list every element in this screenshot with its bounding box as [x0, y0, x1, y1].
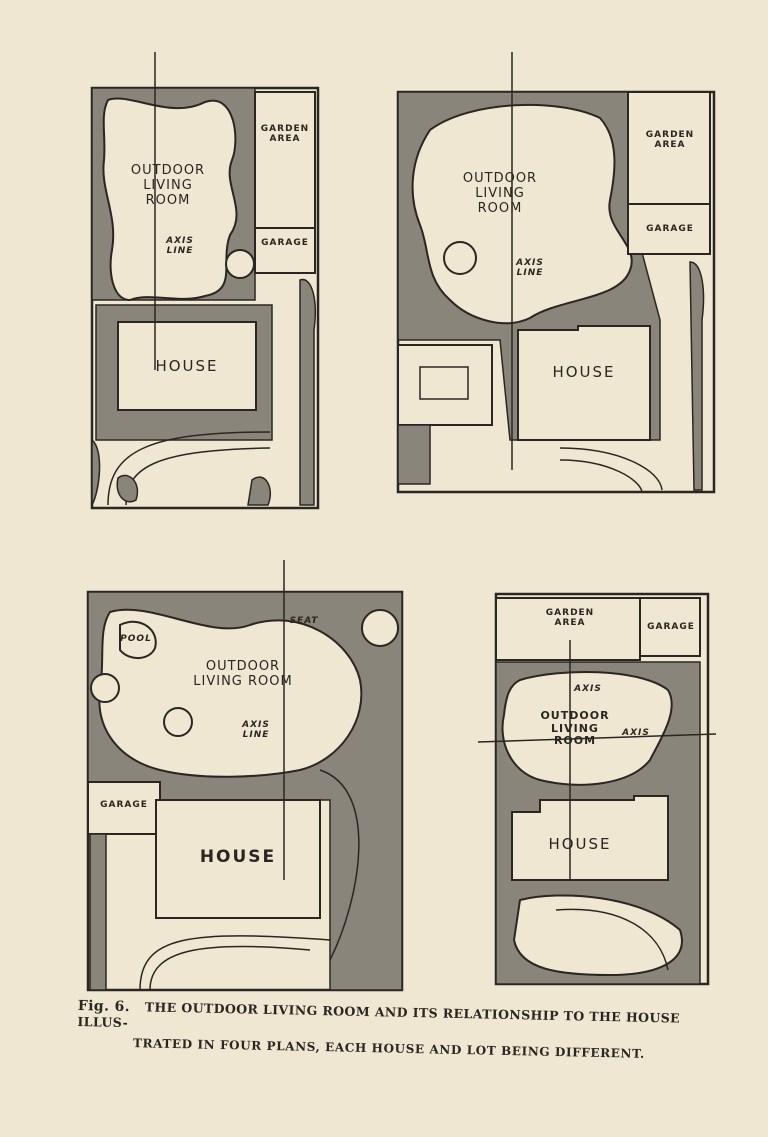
plan4-axis-right: AXIS	[622, 728, 650, 738]
plan1-outdoor-living-room: OUTDOOR LIVING ROOM	[130, 163, 206, 208]
plan4-garage: GARAGE	[647, 622, 695, 632]
plan3-garage: GARAGE	[100, 800, 148, 810]
plan-4	[477, 592, 717, 986]
plan3-house: HOUSE	[199, 847, 277, 867]
plan2-house: HOUSE	[552, 363, 616, 381]
plan2-garage: GARAGE	[646, 224, 694, 234]
plan-1	[90, 52, 320, 510]
plan3-axis-line: AXIS LINE	[242, 720, 270, 741]
plan3-seat: SEAT	[289, 616, 319, 626]
plan-2	[396, 52, 716, 494]
plan-3	[86, 560, 404, 992]
plan1-garden-area: GARDEN AREA	[260, 124, 310, 145]
plan4-outdoor-living-room: OUTDOOR LIVING ROOM	[540, 709, 610, 748]
plan2-outdoor-living-room: OUTDOOR LIVING ROOM	[462, 171, 538, 216]
plan1-garage: GARAGE	[261, 238, 309, 248]
plan2-axis-line: AXIS LINE	[516, 258, 544, 279]
plan4-garden-area: GARDEN AREA	[545, 608, 595, 629]
plan2-garden-area: GARDEN AREA	[645, 130, 695, 151]
plan1-house: HOUSE	[155, 357, 219, 375]
figure-number: Fig. 6.	[77, 998, 131, 1016]
plan1-axis-line: AXIS LINE	[166, 236, 194, 257]
plan3-outdoor-living-room: OUTDOOR LIVING ROOM	[193, 659, 293, 689]
plan4-house: HOUSE	[548, 835, 612, 853]
plan4-axis-top: AXIS	[574, 684, 602, 694]
plan3-pool: POOL	[120, 634, 152, 644]
